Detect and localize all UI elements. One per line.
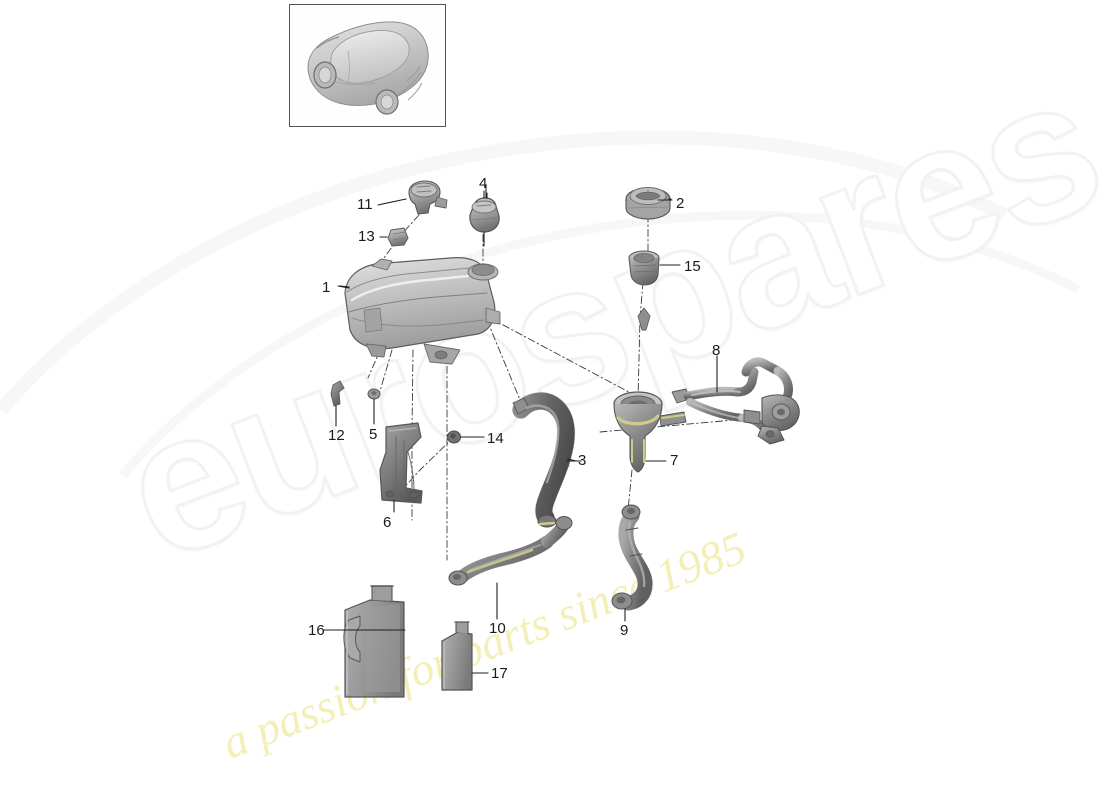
part-level-sensor (408, 180, 448, 215)
part-expansion-tank (344, 257, 501, 365)
leader-lines-main (337, 192, 673, 462)
callout-15[interactable]: 15 (684, 258, 701, 275)
callout-6[interactable]: 6 (383, 514, 392, 531)
part-oil-line-assembly (671, 357, 800, 445)
part-engine-oil-1l-container (441, 621, 473, 691)
part-coolant-hose-upper (512, 392, 576, 528)
callout-5[interactable]: 5 (369, 426, 378, 443)
callout-2[interactable]: 2 (676, 195, 685, 212)
callout-16[interactable]: 16 (308, 622, 325, 639)
callout-13[interactable]: 13 (358, 228, 375, 245)
callout-14[interactable]: 14 (487, 430, 504, 447)
callout-17[interactable]: 17 (491, 665, 508, 682)
callout-11[interactable]: 11 (357, 196, 373, 213)
callout-1[interactable]: 1 (322, 279, 331, 296)
part-hose-clip (447, 430, 461, 444)
callout-3[interactable]: 3 (578, 452, 587, 469)
part-oil-supply-hose (448, 516, 573, 586)
part-retaining-clip (330, 380, 345, 407)
callout-10[interactable]: 10 (489, 620, 506, 637)
part-oil-return-hose (611, 504, 653, 611)
part-oil-filler-cap (625, 187, 671, 220)
callout-4[interactable]: 4 (479, 175, 488, 192)
callout-8[interactable]: 8 (712, 342, 721, 359)
part-retaining-washer (367, 388, 381, 400)
callout-7[interactable]: 7 (670, 452, 679, 469)
part-oil-filler-funnel (628, 250, 660, 331)
part-mounting-bracket (379, 422, 423, 504)
vehicle-silhouette-icon (307, 21, 429, 115)
part-oil-filler-neck (613, 391, 687, 473)
part-sealing-grommet (387, 227, 409, 247)
vehicle-thumbnail-box (289, 4, 446, 127)
part-engine-oil-5l-container (343, 585, 405, 698)
callout-9[interactable]: 9 (620, 622, 629, 639)
callout-12[interactable]: 12 (328, 427, 345, 444)
part-expansion-tank-cap (469, 197, 500, 233)
